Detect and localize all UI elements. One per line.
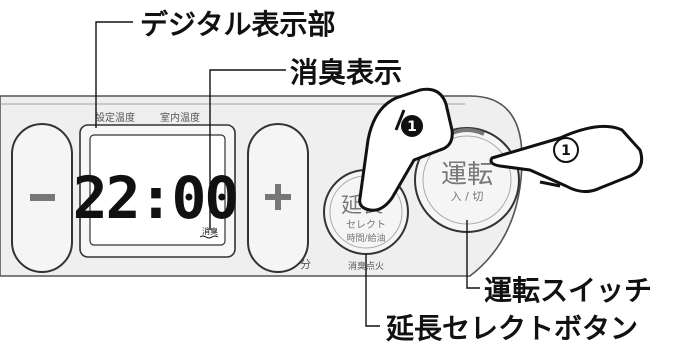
display-time: 22:00: [73, 164, 238, 232]
run-button-sub: 入 / 切: [451, 190, 484, 203]
callout-run-switch: 運転スイッチ: [484, 274, 652, 307]
unit-minutes: 分: [300, 258, 311, 271]
label-room-temp: 室内温度: [160, 111, 200, 124]
leader-extend-select: [365, 254, 380, 327]
step-outline-badge: [553, 137, 579, 163]
plus-icon-v: [275, 184, 281, 210]
run-button-main: 運転: [441, 160, 493, 190]
callout-deodorize-display: 消臭表示: [290, 56, 402, 89]
deodorize-wave-icon: [199, 235, 219, 239]
digital-display-screen: [89, 134, 226, 246]
step-filled-badge: [401, 115, 423, 137]
leader-digital-display: [95, 21, 133, 128]
step-filled-number: 1: [407, 119, 417, 135]
step-outline-number: 1: [561, 143, 571, 159]
label-set-temp: 設定温度: [95, 111, 135, 124]
extend-button-line3: 時間/給油: [346, 232, 385, 244]
minus-icon: [30, 194, 55, 201]
leader-deodorize: [209, 69, 286, 230]
callout-digital-display: デジタル表示部: [140, 8, 335, 41]
extend-button-line2: セレクト: [346, 219, 386, 231]
deodorize-indicator: 消臭: [202, 226, 218, 236]
callout-extend-select-button: 延長セレクトボタン: [385, 312, 638, 345]
pointing-hand-icon: [358, 87, 454, 212]
leader-run-switch: [466, 220, 480, 289]
